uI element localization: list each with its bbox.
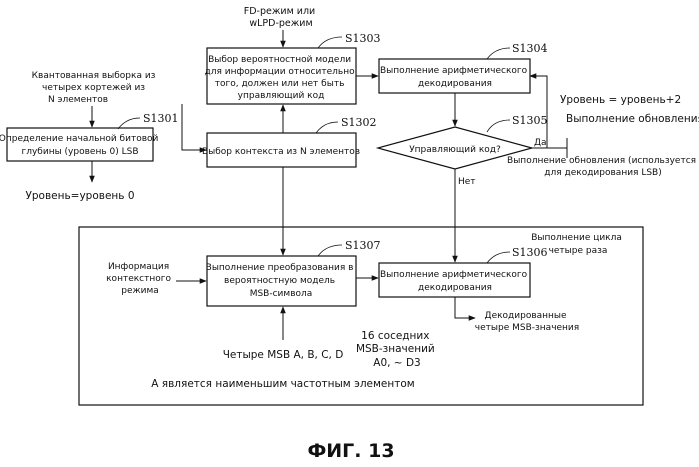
leader-s1302 [316, 122, 338, 133]
step-s1304-label: S1304 [512, 42, 548, 55]
step-s1307-label: S1307 [345, 239, 381, 252]
step-s1306-label: S1306 [512, 246, 548, 259]
arrow-quantized-to-s1302 [182, 104, 206, 150]
step-s1302-text: Выбор контекста из N элементов [202, 147, 360, 157]
update-note-text: Выполнение обновления (используется для … [507, 156, 699, 178]
four-msb-text: Четыре MSB A, B, C, D [223, 349, 344, 361]
leader-s1303 [318, 37, 342, 48]
update-text: Выполнение обновления [566, 113, 699, 125]
step-s1301-label: S1301 [143, 112, 179, 125]
step-s1305-label: S1305 [512, 114, 548, 127]
lowest-element-text: A является наименьшим частотным элементо… [151, 378, 414, 390]
quantized-input-text: Квантованная выборка из четырех кортежей… [32, 71, 159, 105]
leader-s1304 [487, 48, 510, 59]
step-s1303-label: S1303 [345, 32, 381, 45]
yes-label: Да [534, 138, 547, 148]
figure-label: ФИГ. 13 [307, 440, 394, 462]
step-s1302-label: S1302 [341, 116, 377, 129]
level0-text: Уровень=уровень 0 [25, 190, 134, 202]
level-plus2-text: Уровень = уровень+2 [560, 94, 681, 106]
step-s1305-text: Управляющий код? [409, 145, 501, 155]
leader-s1305 [487, 120, 510, 132]
leader-s1301 [118, 118, 140, 129]
no-label: Нет [458, 177, 476, 187]
mode-input-text: FD-режим или wLPD-режим [244, 6, 318, 29]
